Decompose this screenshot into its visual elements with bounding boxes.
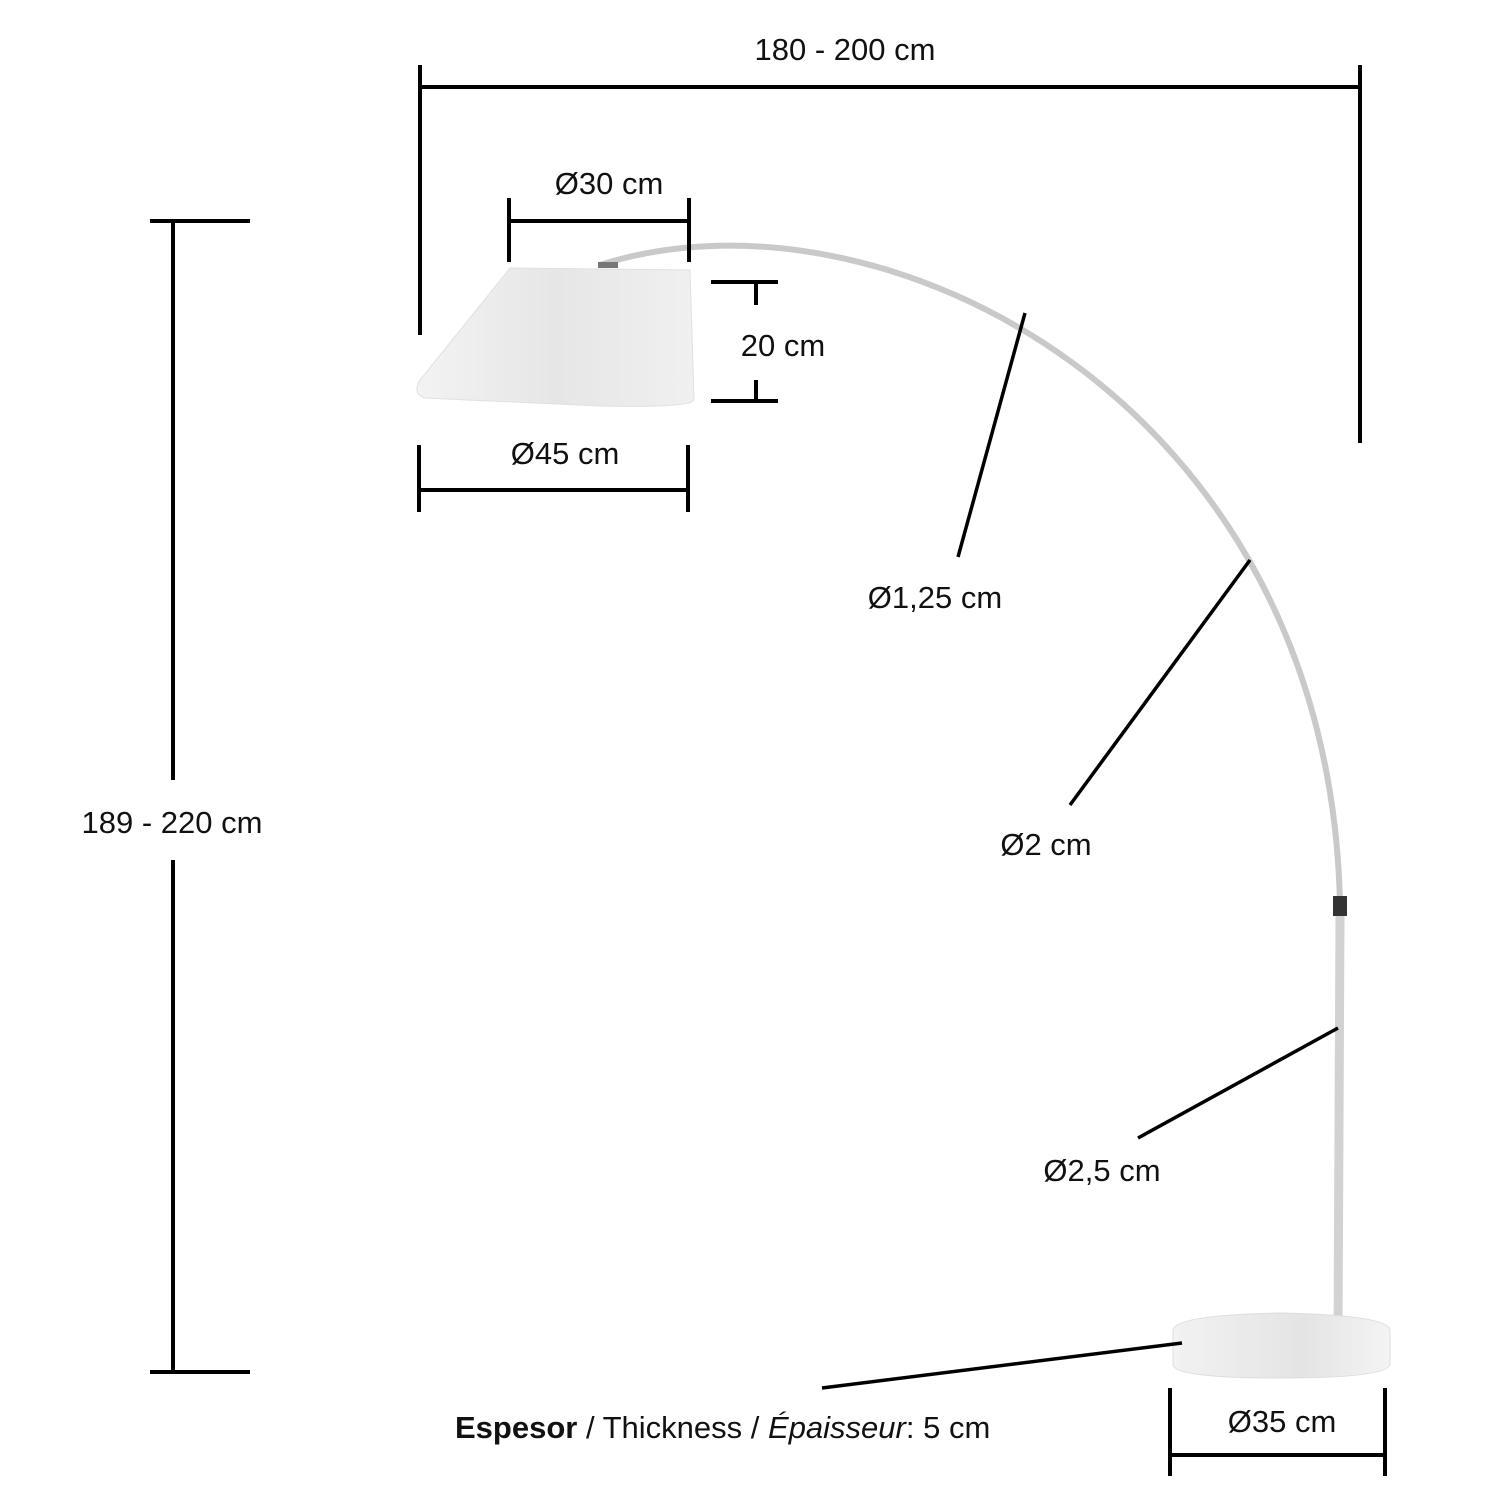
arc-upper-label: Ø1,25 cm [868, 580, 1002, 615]
lamp-pole [1333, 915, 1345, 1336]
lamp-shade [416, 267, 695, 407]
lamp-arc [599, 242, 1343, 906]
lamp-illustration [416, 242, 1391, 1379]
base-dimension: Ø35 cm [1168, 1388, 1387, 1476]
thickness-label-fr: Épaisseur [768, 1410, 908, 1445]
thickness-label-es: Espesor [455, 1410, 577, 1445]
thickness-label-en: / Thickness / [577, 1410, 768, 1445]
width-dimension: 180 - 200 cm [418, 32, 1362, 443]
shade-top-dimension: Ø30 cm [507, 166, 691, 262]
lamp-base [1172, 1312, 1391, 1379]
thickness-value: : 5 cm [906, 1410, 990, 1445]
width-label: 180 - 200 cm [755, 32, 936, 67]
base-label: Ø35 cm [1228, 1404, 1337, 1439]
shade-height-dimension: 20 cm [711, 280, 825, 403]
height-label: 189 - 220 cm [82, 805, 263, 840]
shade-top-label: Ø30 cm [555, 166, 664, 201]
pole-label: Ø2,5 cm [1043, 1153, 1160, 1188]
shade-bottom-dimension: Ø45 cm [417, 436, 690, 512]
shade-height-label: 20 cm [741, 328, 825, 363]
thickness-note: Espesor / Thickness / Épaisseur: 5 cm [455, 1410, 990, 1445]
shade-bottom-label: Ø45 cm [511, 436, 620, 471]
arc-joint [1333, 896, 1347, 916]
height-dimension: 189 - 220 cm [82, 219, 263, 1374]
arc-middle-label: Ø2 cm [1000, 827, 1091, 862]
arc-middle-leader [1068, 558, 1252, 807]
pole-leader [1137, 1026, 1339, 1140]
arc-upper-leader [956, 312, 1027, 558]
shade-fitting [598, 262, 618, 268]
base-thickness-leader [821, 1341, 1183, 1390]
